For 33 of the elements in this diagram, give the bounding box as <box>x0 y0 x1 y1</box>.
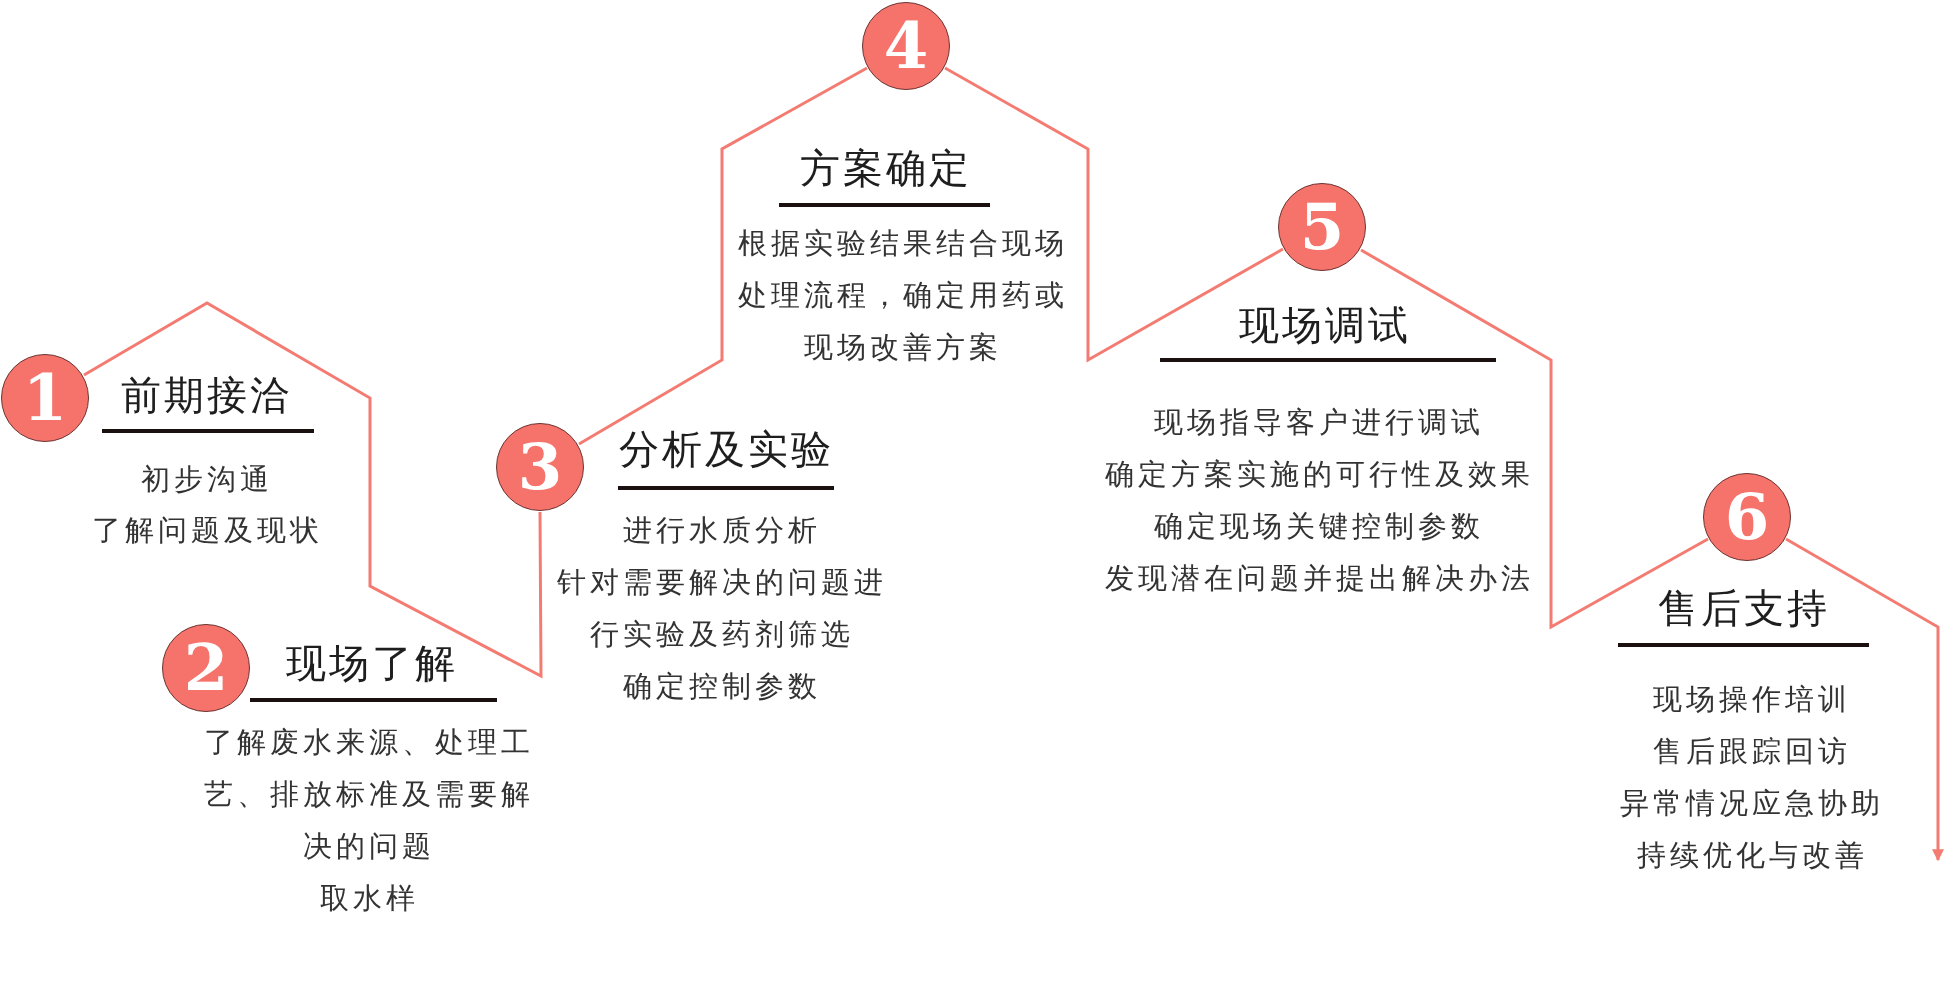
step-number-circle: 5 <box>1278 183 1366 271</box>
step-description: 发现潜在问题并提出解决办法 <box>1104 560 1534 597</box>
step-description: 现场指导客户进行调试 <box>1154 404 1484 441</box>
connector-line <box>1360 248 1709 630</box>
step-description: 取水样 <box>319 880 419 917</box>
step-description: 确定控制参数 <box>623 668 821 705</box>
connector-line <box>578 66 868 446</box>
step-number-circle: 6 <box>1703 473 1791 561</box>
step-heading: 售后支持 <box>1658 584 1830 633</box>
step-description: 初步沟通 <box>141 461 273 498</box>
connector-line <box>83 301 543 679</box>
step-description: 确定方案实施的可行性及效果 <box>1104 456 1534 493</box>
step-description: 了解废水来源、处理工艺、排放标准及需要解决的问题 <box>203 724 535 865</box>
arrow <box>1785 537 1944 862</box>
step-description: 售后跟踪回访 <box>1653 733 1851 770</box>
step-number-circle: 2 <box>162 624 250 712</box>
step-number-circle: 4 <box>862 2 950 90</box>
step-number-circle: 3 <box>496 423 584 511</box>
connector-line <box>944 66 1284 363</box>
step-description: 异常情况应急协助 <box>1620 785 1884 822</box>
step-heading: 现场调试 <box>1239 301 1411 350</box>
step-description: 持续优化与改善 <box>1636 837 1868 874</box>
step-description: 确定现场关键控制参数 <box>1154 508 1484 545</box>
step-heading: 分析及实验 <box>618 425 834 474</box>
step-number-circle: 1 <box>1 354 89 442</box>
step-description: 了解问题及现状 <box>91 512 323 549</box>
step-heading: 方案确定 <box>800 144 972 193</box>
step-description: 现场操作培训 <box>1653 681 1851 718</box>
step-description: 进行水质分析 <box>623 512 821 549</box>
step-description: 根据实验结果结合现场处理流程，确定用药或现场改善方案 <box>737 225 1069 366</box>
step-heading: 现场了解 <box>286 639 458 688</box>
step-heading: 前期接洽 <box>121 371 293 420</box>
step-description: 针对需要解决的问题进行实验及药剂筛选 <box>556 564 888 653</box>
